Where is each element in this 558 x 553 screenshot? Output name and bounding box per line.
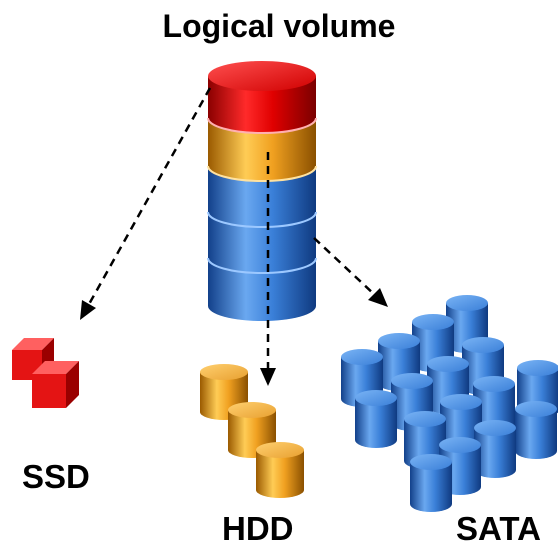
arrow-to-ssd <box>86 87 212 307</box>
logical-volume-stack-icon <box>207 61 317 321</box>
ssd-cube <box>32 361 79 408</box>
hdd-cylinder <box>256 442 304 498</box>
arrow-to-sata <box>313 237 377 297</box>
hdd-cylinders-icon <box>200 364 304 498</box>
sata-label: SATA <box>456 510 541 547</box>
ssd-label: SSD <box>22 458 90 495</box>
sata-cylinders-icon <box>341 295 558 512</box>
sata-cylinder <box>355 390 397 448</box>
ssd-cubes-icon <box>12 338 79 408</box>
hdd-label: HDD <box>222 510 294 547</box>
sata-cylinder <box>410 454 452 512</box>
arrow-heads <box>80 288 388 386</box>
arrows <box>86 87 377 372</box>
sata-cylinder <box>515 401 557 459</box>
diagram-title: Logical volume <box>162 8 396 44</box>
hdd-cylinder <box>200 364 248 420</box>
sata-cylinder <box>474 420 516 478</box>
